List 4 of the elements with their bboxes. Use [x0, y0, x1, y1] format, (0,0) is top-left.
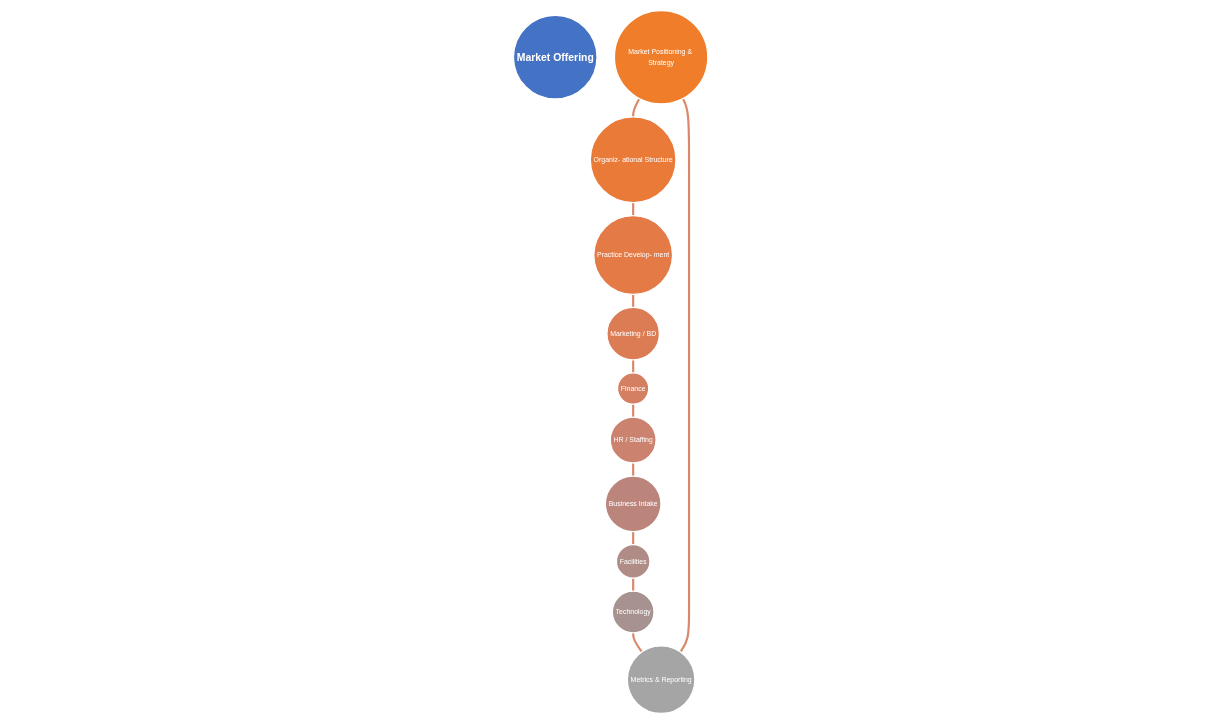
connector — [631, 97, 641, 117]
connector — [631, 632, 643, 653]
connector — [679, 97, 690, 653]
node-circle: Market Offering — [512, 14, 598, 100]
